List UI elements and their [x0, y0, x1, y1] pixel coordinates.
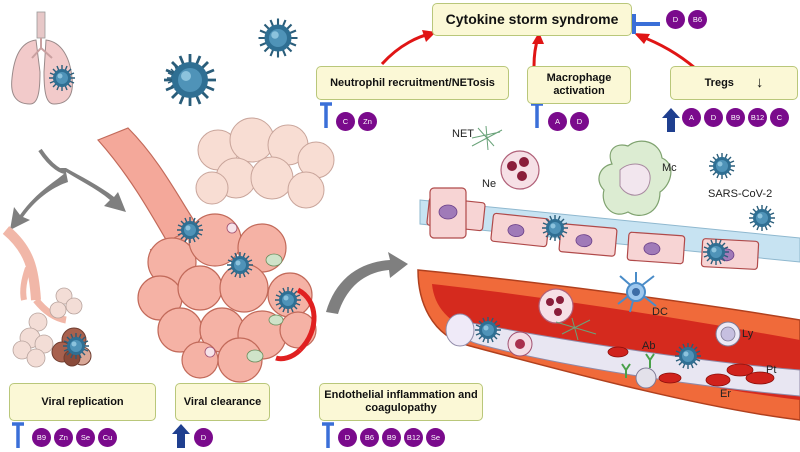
nutrient-badge: B12 — [404, 428, 423, 447]
neutrophil-cell — [500, 150, 540, 190]
blood-cells — [507, 331, 775, 389]
nutrient-badge: Cu — [98, 428, 117, 447]
sars-label: SARS-CoV-2 — [708, 188, 773, 200]
nutrient-badge: B12 — [748, 108, 767, 127]
cytokine-storm-box: Cytokine storm syndrome — [432, 3, 632, 36]
mc-label: Mc — [662, 162, 677, 174]
dendritic-cell — [617, 272, 657, 313]
antibody — [621, 353, 655, 378]
bronchiole-tree — [2, 226, 92, 368]
nutrient-badge: B9 — [726, 108, 745, 127]
nutrient-badge: A — [682, 108, 701, 127]
neutrophil-label: Neutrophil recruitment/NETosis — [330, 76, 495, 89]
inhibit-icon — [12, 422, 24, 448]
endothelial-label: Endothelial inflammation and coagulopath… — [324, 389, 478, 414]
pt-label: Pt — [766, 364, 777, 376]
nutrient-badge: Zn — [54, 428, 73, 447]
nutrient-badge: D — [704, 108, 723, 127]
net-fibers — [471, 125, 597, 341]
er-label: Er — [720, 388, 731, 400]
ab-label: Ab — [642, 340, 656, 352]
endothelial-box: Endothelial inflammation and coagulopath… — [319, 383, 483, 421]
viral-clearance-label: Viral clearance — [183, 395, 262, 408]
macrophage-cell — [598, 140, 672, 216]
increase-arrow-icon — [172, 424, 190, 448]
viral-clearance-box: Viral clearance — [175, 383, 270, 421]
inhibit-icon — [531, 102, 543, 128]
macrophage-box: Macrophage activation — [527, 66, 631, 104]
macrophage-label: Macrophage activation — [546, 72, 612, 97]
nutrient-badge: D — [338, 428, 357, 447]
lungs-icon — [11, 11, 73, 105]
nutrient-badge: C — [770, 108, 789, 127]
tregs-box: Tregs ↓ — [670, 66, 798, 100]
nutrient-badge: D — [570, 112, 589, 131]
virus-large-icon — [257, 17, 299, 59]
alveolar-cells — [204, 222, 284, 363]
nutrient-badge: B9 — [32, 428, 51, 447]
virus-icon — [708, 152, 736, 180]
inhibit-icon — [322, 422, 334, 448]
dc-label: DC — [652, 306, 668, 318]
nutrient-badge: C — [336, 112, 355, 131]
virus-large-icon — [162, 52, 218, 108]
nutrient-badge: D — [194, 428, 213, 447]
nutrient-badge: B6 — [688, 10, 707, 29]
endothelium-wall — [419, 187, 800, 271]
alveoli-cluster — [96, 117, 335, 383]
cytokine-storm-label: Cytokine storm syndrome — [445, 11, 619, 28]
lymphocyte-cell — [715, 321, 741, 347]
ly-label: Ly — [742, 328, 754, 340]
nutrient-badge: D — [666, 10, 685, 29]
flow-arrows — [10, 148, 408, 314]
neutrophil-cell — [538, 288, 574, 324]
viral-replication-label: Viral replication — [41, 395, 124, 408]
nutrient-badge: Se — [426, 428, 445, 447]
nutrient-badge: A — [548, 112, 567, 131]
net-label: NET — [452, 128, 474, 140]
neutrophil-box: Neutrophil recruitment/NETosis — [316, 66, 509, 100]
tregs-down-arrow: ↓ — [755, 74, 764, 92]
increase-arrow-icon — [662, 108, 680, 132]
nutrient-badge: Zn — [358, 112, 377, 131]
tregs-label: Tregs — [704, 76, 734, 89]
inhibit-icon — [632, 14, 660, 34]
inhibit-icon — [320, 102, 332, 128]
nutrient-badge: Se — [76, 428, 95, 447]
virus-icon — [748, 204, 776, 232]
ne-label: Ne — [482, 178, 497, 190]
nutrient-badge: B9 — [382, 428, 401, 447]
viral-replication-box: Viral replication — [9, 383, 156, 421]
nutrient-badge: B6 — [360, 428, 379, 447]
